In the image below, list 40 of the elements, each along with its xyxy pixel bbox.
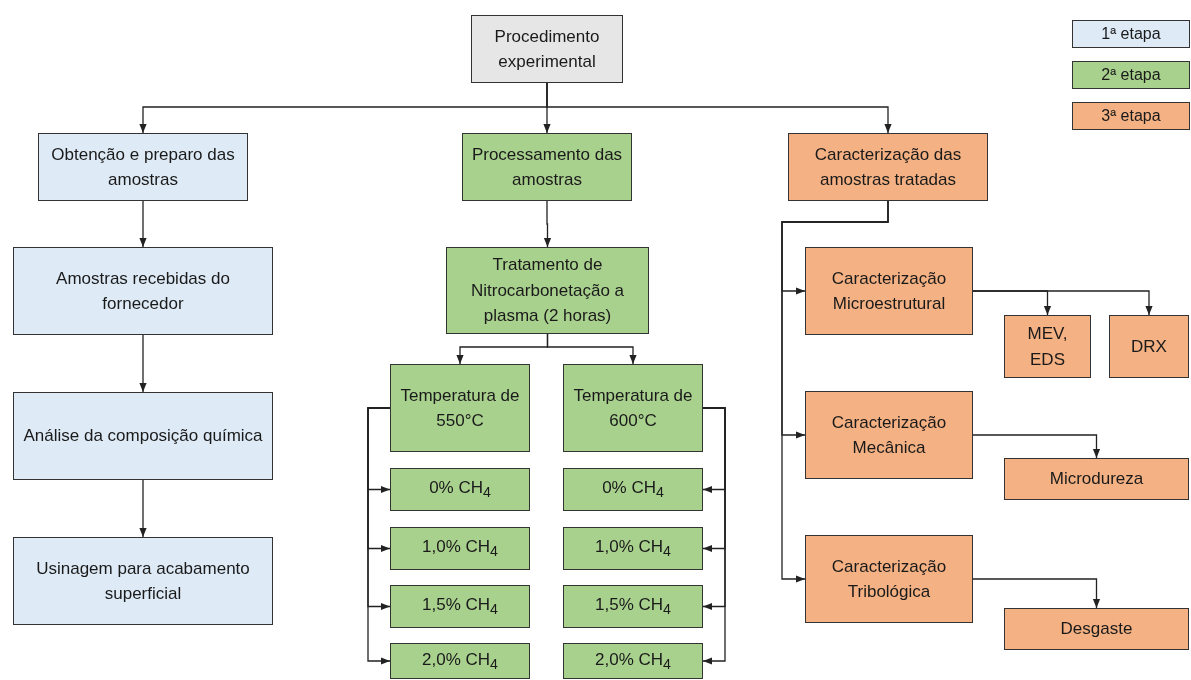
arrow — [702, 407, 726, 665]
arrow — [781, 200, 889, 583]
process-box: Procedimento experimental — [471, 15, 623, 83]
arrow — [139, 200, 147, 248]
process-box: DRX — [1109, 315, 1189, 378]
arrow — [546, 333, 637, 365]
process-box: 0% CH$_{4}$ — [563, 468, 703, 511]
process-box: Usinagem para acabamento superficial — [13, 537, 273, 625]
arrow — [367, 407, 391, 665]
process-box: Caracterização Mecânica — [805, 391, 973, 479]
process-box: Caracterização Tribológica — [805, 535, 973, 623]
process-box: 1,0% CH$_{4}$ — [390, 527, 530, 570]
legend-label: 2ª etapa — [1100, 65, 1162, 85]
legend-label: 1ª etapa — [1100, 24, 1162, 44]
arrow — [972, 290, 1153, 316]
arrow — [543, 200, 552, 248]
process-box: Tratamento de Nitrocarbonetação a plasma (2 horas) — [446, 247, 649, 334]
process-box: Temperatura de 550°C — [390, 364, 530, 452]
process-box: 1,5% CH$_{4}$ — [563, 585, 703, 628]
process-box: MEV, EDS — [1004, 315, 1091, 378]
process-box: 2,0% CH$_{4}$ — [563, 643, 703, 679]
process-box: Temperatura de 600°C — [563, 364, 703, 452]
process-box: 0% CH$_{4}$ — [390, 468, 530, 511]
process-box: Obtenção e preparo das amostras — [38, 133, 248, 201]
process-box: Amostras recebidas do fornecedor — [13, 247, 273, 335]
arrow — [972, 434, 1101, 459]
process-box: Análise da composição química — [13, 392, 273, 480]
arrow — [139, 479, 147, 538]
process-box: 2,0% CH$_{4}$ — [390, 643, 530, 679]
arrow — [546, 82, 892, 134]
process-box: Microdureza — [1004, 458, 1189, 500]
process-box: 1,5% CH$_{4}$ — [390, 585, 530, 628]
process-box: Processamento das amostras — [462, 133, 632, 201]
process-box: Desgaste — [1004, 608, 1189, 650]
process-box: Caracterização Microestrutural — [805, 247, 973, 335]
process-box: Caracterização das amostras tratadas — [788, 133, 988, 201]
arrow — [139, 334, 147, 393]
process-box: 1,0% CH$_{4}$ — [563, 527, 703, 570]
arrow — [972, 578, 1101, 609]
legend-label: 3ª etapa — [1100, 106, 1162, 126]
